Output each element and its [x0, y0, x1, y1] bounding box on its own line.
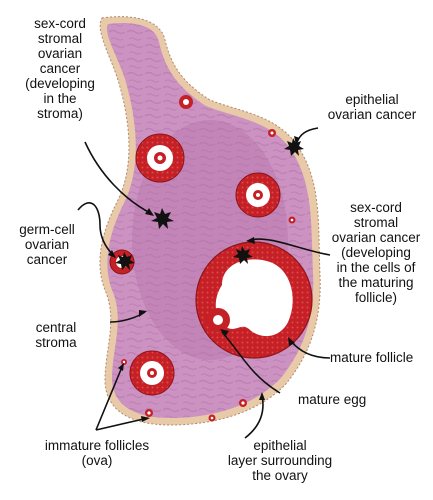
- label-sex-cord-follicle: sex-cord stromal ovarian cancer (develop…: [320, 200, 432, 305]
- label-sex-cord-stroma: sex-cord stromal ovarian cancer (develop…: [10, 16, 110, 121]
- label-epithelial-cancer: epithelial ovarian cancer: [316, 92, 428, 122]
- follicle-right: [236, 173, 280, 217]
- label-central-stroma: central stroma: [16, 320, 96, 350]
- label-mature-follicle: mature follicle: [330, 350, 433, 365]
- mature-follicle: [196, 242, 312, 358]
- label-epithelial-layer: epithelial layer surrounding the ovary: [205, 438, 355, 483]
- label-immature-follicles: immature follicles (ova): [8, 438, 186, 468]
- follicle-upper-left: [136, 134, 184, 182]
- label-germ-cell: germ-cell ovarian cancer: [2, 222, 92, 267]
- label-mature-egg: mature egg: [298, 392, 398, 407]
- follicle-lower-left: [130, 351, 174, 395]
